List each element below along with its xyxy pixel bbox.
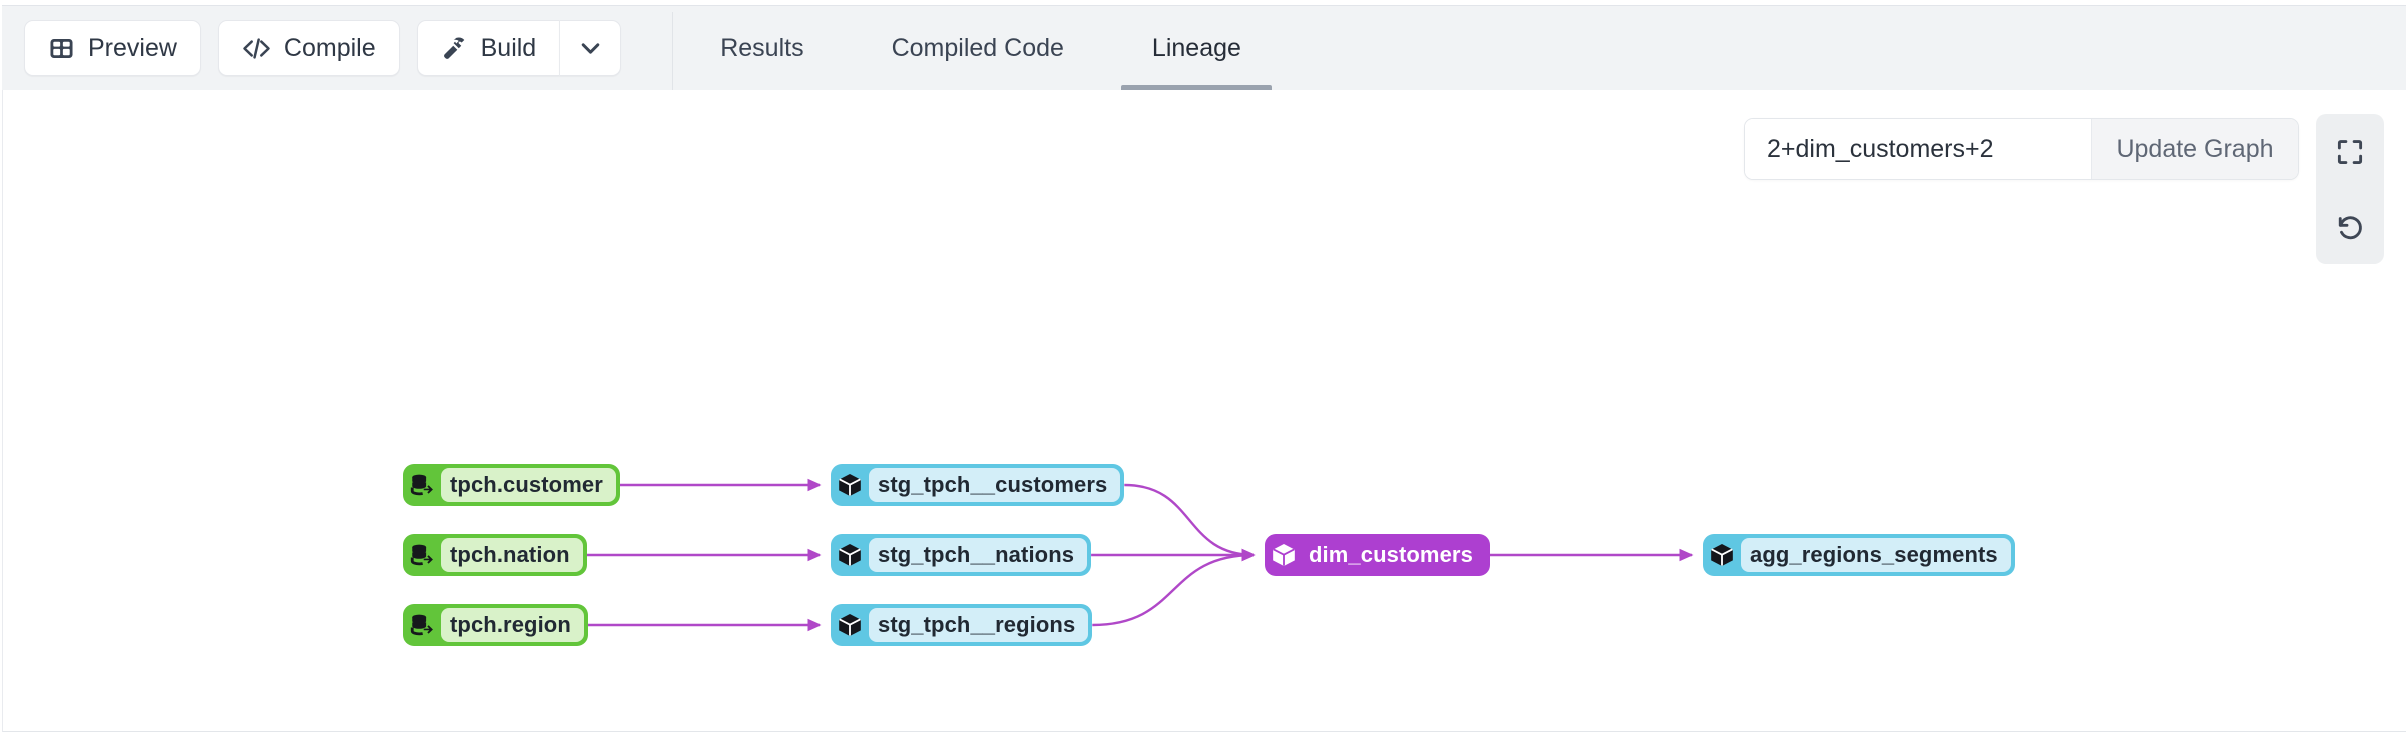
preview-button[interactable]: Preview: [24, 20, 201, 76]
build-button[interactable]: Build: [416, 20, 560, 76]
database-source-icon: [407, 540, 437, 570]
lineage-node-tpch_region[interactable]: tpch.region: [403, 604, 588, 646]
graph-view-controls: [2316, 114, 2384, 264]
reset-icon: [2335, 212, 2365, 242]
lineage-node-agg_regions_segments[interactable]: agg_regions_segments: [1703, 534, 2015, 576]
hammer-icon: [441, 35, 468, 62]
lineage-canvas[interactable]: Update Graph: [2, 90, 2406, 732]
fullscreen-icon: [2335, 137, 2365, 167]
preview-button-label: Preview: [88, 33, 177, 62]
cube-model-icon: [835, 540, 865, 570]
tab-compiled-code-label: Compiled Code: [891, 33, 1064, 62]
tab-bar: Results Compiled Code Lineage: [676, 6, 1285, 90]
tab-results[interactable]: Results: [676, 6, 847, 90]
lineage-edge: [1124, 483, 1256, 562]
lineage-node-tpch_customer[interactable]: tpch.customer: [403, 464, 620, 506]
build-dropdown-button[interactable]: [559, 20, 622, 76]
lineage-node-dim_customers[interactable]: dim_customers: [1265, 534, 1490, 576]
update-graph-button[interactable]: Update Graph: [2091, 119, 2298, 179]
compile-button-label: Compile: [283, 33, 376, 62]
lineage-node-label: dim_customers: [1309, 542, 1473, 567]
lineage-node-stg_tpch_customers[interactable]: stg_tpch__customers: [831, 464, 1125, 506]
tab-results-label: Results: [720, 33, 804, 62]
build-button-group: Build: [416, 20, 622, 76]
compile-button[interactable]: Compile: [217, 20, 400, 76]
cube-model-icon: [1707, 540, 1737, 570]
lineage-node-label: stg_tpch__customers: [869, 468, 1121, 502]
cube-model-icon: [835, 610, 865, 640]
toolbar-divider: [672, 12, 673, 96]
graph-selector-input[interactable]: [1745, 119, 2091, 179]
tab-compiled-code[interactable]: Compiled Code: [848, 6, 1108, 90]
lineage-node-stg_tpch_regions[interactable]: stg_tpch__regions: [831, 604, 1093, 646]
lineage-edge: [1092, 548, 1256, 627]
fullscreen-button[interactable]: [2316, 114, 2384, 189]
update-graph-label: Update Graph: [2116, 134, 2274, 163]
cube-model-icon: [1269, 540, 1299, 570]
lineage-node-label: agg_regions_segments: [1741, 538, 2011, 572]
toolbar: Preview Compile: [2, 5, 2406, 96]
lineage-node-label: tpch.nation: [441, 538, 583, 572]
toolbar-actions: Preview Compile: [2, 6, 622, 90]
lineage-node-label: tpch.customer: [441, 468, 616, 502]
lineage-node-label: tpch.region: [441, 608, 584, 642]
build-button-label: Build: [480, 33, 537, 62]
table-icon: [48, 35, 75, 62]
chevron-down-icon: [577, 35, 604, 62]
tab-lineage[interactable]: Lineage: [1108, 6, 1285, 90]
graph-selector-group: Update Graph: [1744, 118, 2299, 180]
database-source-icon: [407, 610, 437, 640]
window-top-edge: [0, 0, 2406, 5]
lineage-node-tpch_nation[interactable]: tpch.nation: [403, 534, 587, 576]
tab-lineage-label: Lineage: [1151, 33, 1241, 62]
database-source-icon: [407, 470, 437, 500]
lineage-node-stg_tpch_nations[interactable]: stg_tpch__nations: [831, 534, 1092, 576]
lineage-node-label: stg_tpch__nations: [869, 538, 1088, 572]
reset-graph-button[interactable]: [2316, 189, 2384, 264]
lineage-node-label: stg_tpch__regions: [869, 608, 1089, 642]
cube-model-icon: [835, 470, 865, 500]
code-icon: [242, 35, 271, 62]
lineage-edge-layer: [586, 478, 1694, 632]
